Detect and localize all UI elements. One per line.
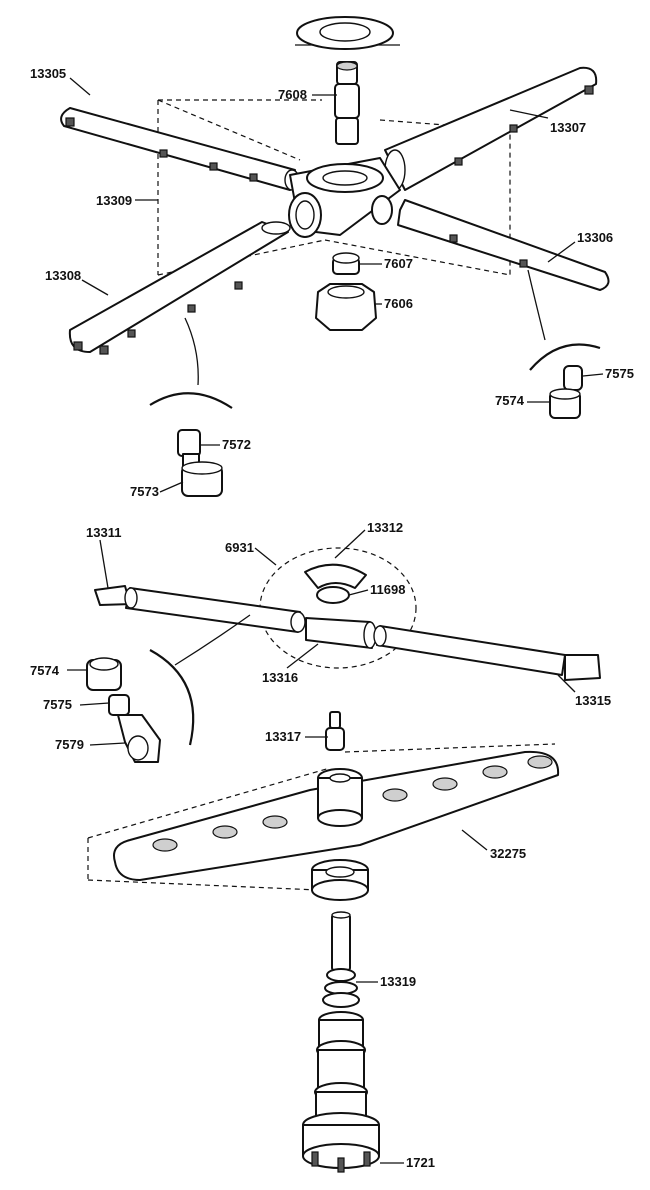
label-13311: 13311 [86,525,121,540]
part-11698-washer [316,586,350,604]
label-7607: 7607 [384,256,413,271]
part-7575-mid-nozzle [108,694,130,716]
leader-nozzle-mid [174,614,251,666]
leader-nozzle-left [184,317,199,386]
label-7574-top: 7574 [495,393,525,408]
label-1721: 1721 [406,1155,435,1170]
part-7573-cap [181,461,223,497]
part-7606-nut [315,283,377,331]
arm-13305 [60,107,300,191]
label-13306: 13306 [577,230,613,245]
label-7574-mid: 7574 [30,663,60,678]
spray-arm-32275 [113,750,560,881]
label-7575-mid: 7575 [43,697,72,712]
top-bearing-plate [295,16,400,50]
part-7579-elbow [117,714,161,763]
label-7573: 7573 [130,484,159,499]
label-7606: 7606 [384,296,413,311]
detail-arc-left [149,392,233,409]
label-32275: 32275 [490,846,526,861]
part-labels: 13305 7608 13307 13309 13306 13308 7607 … [30,66,634,1170]
label-13316: 13316 [262,670,298,685]
label-13317: 13317 [265,729,301,744]
label-7572: 7572 [222,437,251,452]
leader-lines [67,77,604,1164]
part-1721-base-tube [302,1011,380,1173]
part-7574-top-cap [549,388,581,419]
label-13308: 13308 [45,268,81,283]
leader-nozzle-right [527,269,546,341]
part-7607-nut [332,252,360,275]
detail-arc-mid [149,649,195,746]
label-13305: 13305 [30,66,66,81]
detail-arc-right [529,343,601,371]
spray-arm-shaft [331,911,351,971]
part-7608-fitting [334,61,360,145]
part-13319-washer [322,968,360,1008]
part-13312-clip [304,563,367,589]
label-13319: 13319 [380,974,416,989]
label-13307: 13307 [550,120,586,135]
part-13316-coupler [305,617,377,649]
spray-arm-nut [311,859,369,901]
label-13309: 13309 [96,193,132,208]
label-7579: 7579 [55,737,84,752]
tube-right-13315 [373,625,601,681]
part-7575-top-nozzle [563,365,583,391]
spray-arm-hub [288,157,401,238]
label-13312: 13312 [367,520,403,535]
tube-left [124,587,306,633]
lower-guide-lines [87,743,556,891]
part-7574-mid-cap [86,657,122,691]
part-13317-fitting [325,711,345,751]
arm-13306 [397,199,610,291]
label-7608: 7608 [278,87,307,102]
label-6931: 6931 [225,540,254,555]
arm-13308 [68,221,291,355]
label-13315: 13315 [575,693,611,708]
label-7575-top: 7575 [605,366,634,381]
label-11698: 11698 [370,582,405,597]
